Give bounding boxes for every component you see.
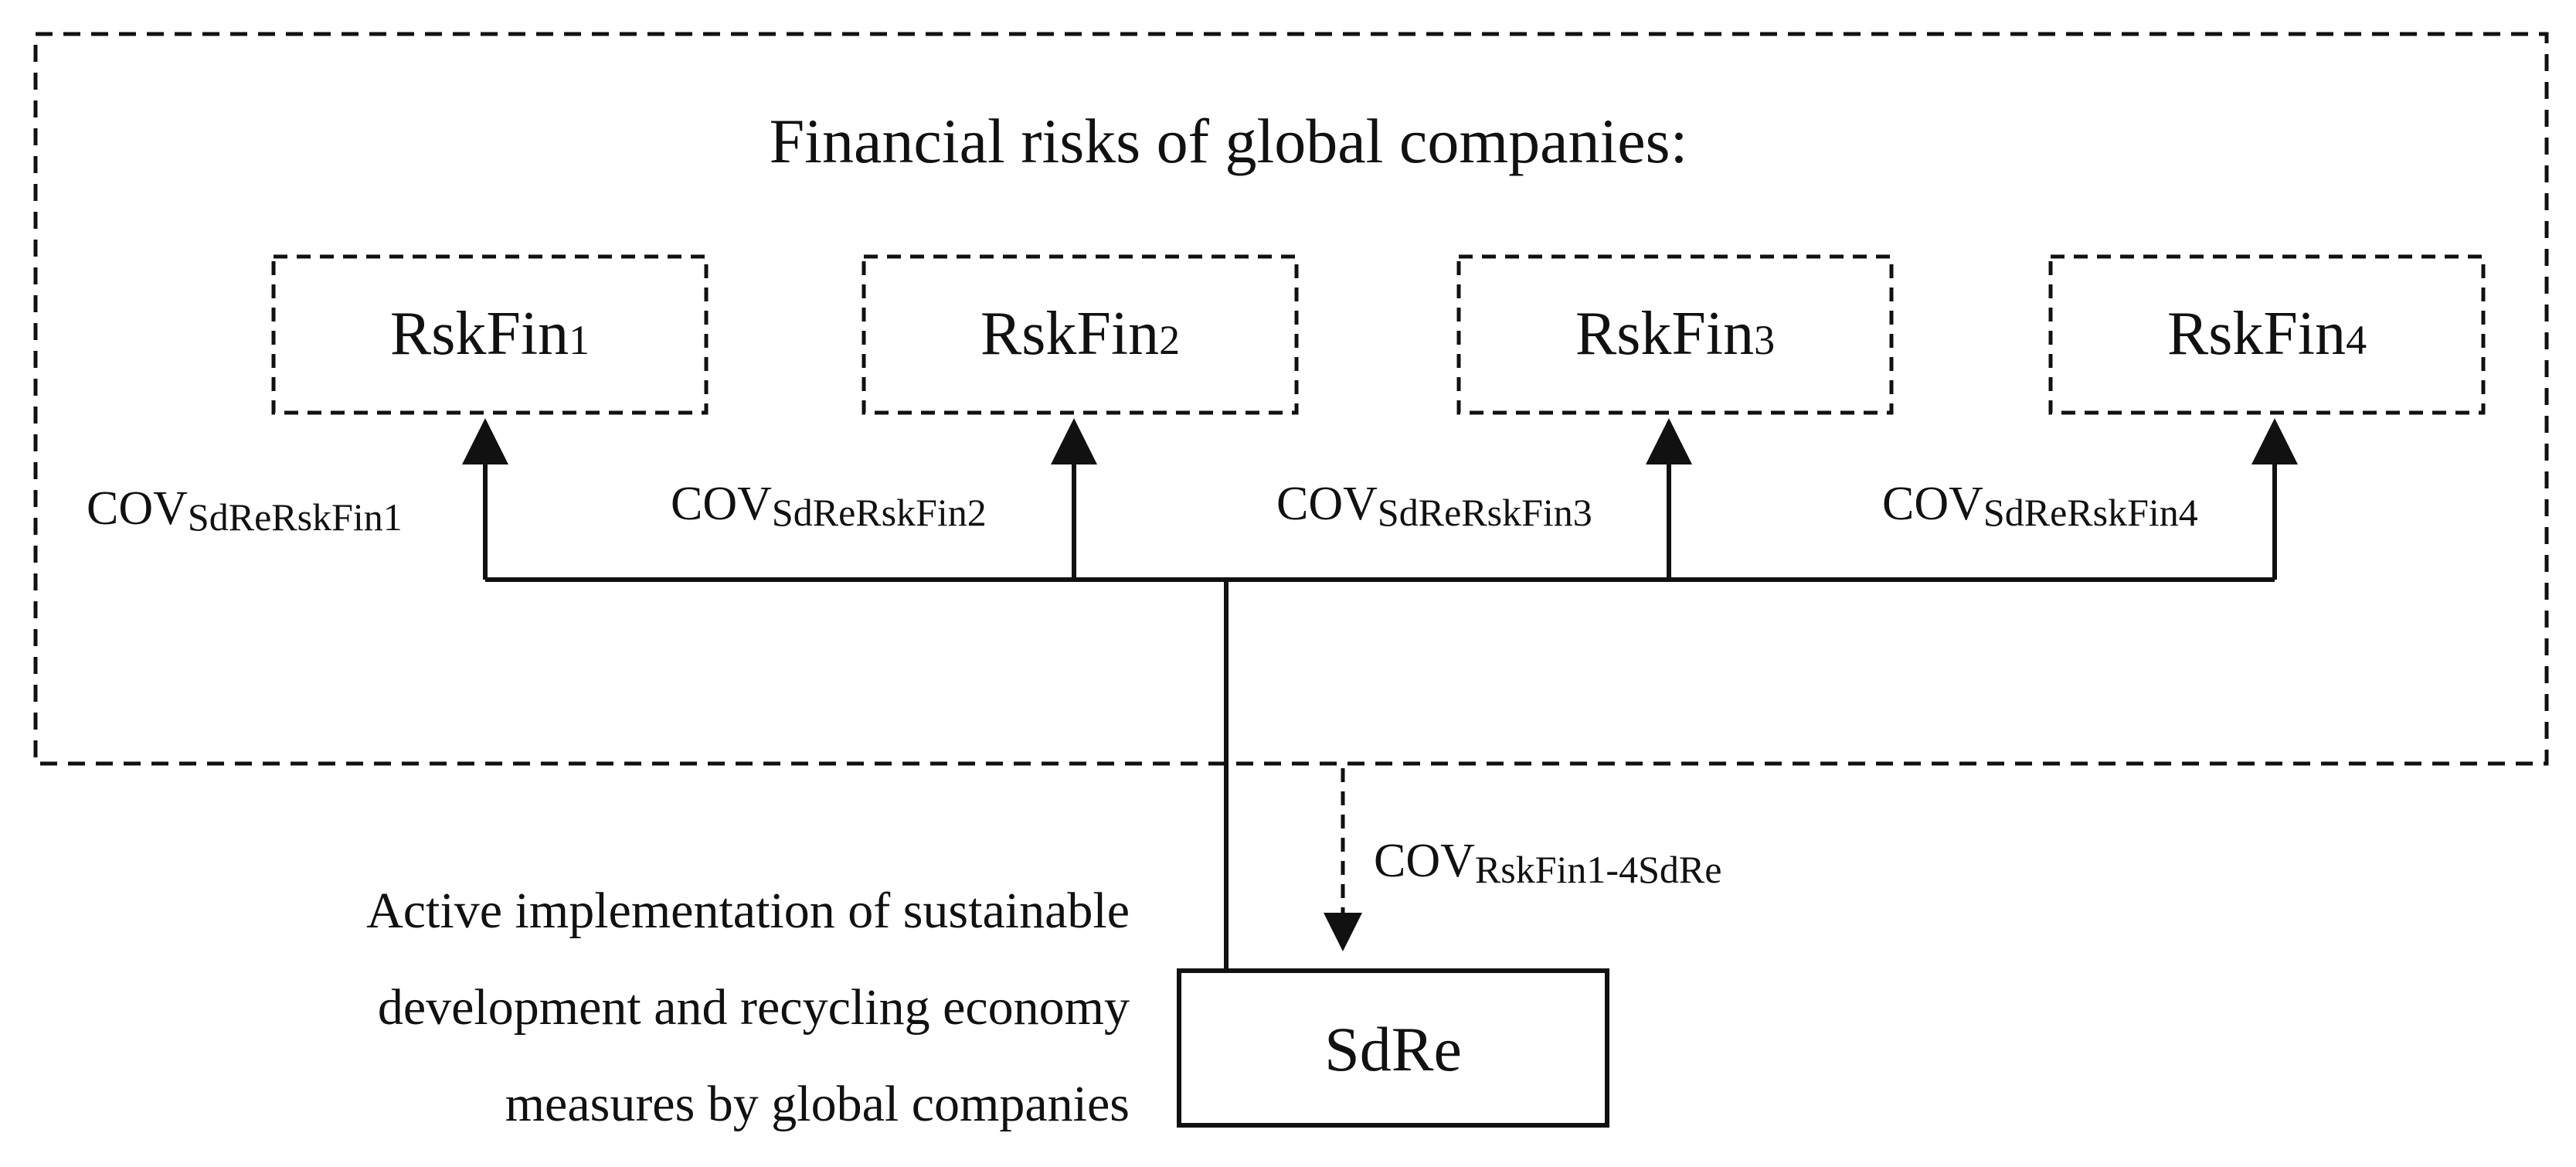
sdre-description-line-3: measures by global companies	[505, 1076, 1130, 1132]
cov-label-4: COVSdReRskFin4	[1882, 478, 2198, 534]
cov-label-1-base: COV	[87, 482, 188, 535]
cov-label-3-sub: SdReRskFin3	[1378, 491, 1592, 534]
sdre-description-line-2: development and recycling economy	[378, 979, 1130, 1036]
cov-label-4-sub: SdReRskFin4	[1983, 491, 2198, 534]
risk-box-1-label-sub: 1	[569, 317, 590, 363]
cov-label-2: COVSdReRskFin2	[671, 478, 987, 534]
feedback-label-sub: RskFin1-4SdRe	[1475, 848, 1722, 891]
group-title: Financial risks of global companies:	[770, 106, 1688, 176]
feedback-label: COVRskFin1-4SdRe	[1374, 835, 1721, 891]
cov-label-1-sub: SdReRskFin1	[188, 495, 403, 539]
risk-box-3-label-sub: 3	[1754, 317, 1775, 363]
sdre-description-line-1: Active implementation of sustainable	[366, 883, 1130, 939]
risk-box-3-label-base: RskFin	[1575, 300, 1754, 368]
cov-label-3-base: COV	[1276, 478, 1378, 530]
cov-label-3: COVSdReRskFin3	[1276, 478, 1592, 534]
risk-box-1	[271, 254, 709, 415]
cov-label-4-base: COV	[1882, 478, 1983, 530]
risk-box-2-label-base: RskFin	[980, 300, 1159, 368]
risk-box-4-label-sub: 4	[2346, 317, 2367, 363]
sdre-box	[1177, 968, 1609, 1128]
sdre-box-label: SdRe	[1324, 1014, 1462, 1084]
financial-risks-group-frame	[33, 32, 2549, 766]
risk-box-4-label-base: RskFin	[2167, 300, 2346, 368]
cov-label-2-base: COV	[671, 478, 772, 530]
risk-box-2	[861, 254, 1299, 415]
risk-box-2-label-sub: 2	[1159, 317, 1180, 363]
feedback-label-base: COV	[1374, 835, 1475, 887]
risk-box-2-label: RskFin2	[980, 300, 1180, 368]
risk-box-3	[1456, 254, 1894, 415]
risk-box-4-label: RskFin4	[2167, 300, 2367, 368]
risk-box-1-label-base: RskFin	[390, 300, 569, 368]
risk-box-4	[2048, 254, 2486, 415]
cov-label-2-sub: SdReRskFin2	[772, 491, 987, 534]
risk-box-1-label: RskFin1	[390, 300, 590, 368]
cov-label-1: COVSdReRskFin1	[87, 482, 403, 539]
risk-box-3-label: RskFin3	[1575, 300, 1775, 368]
